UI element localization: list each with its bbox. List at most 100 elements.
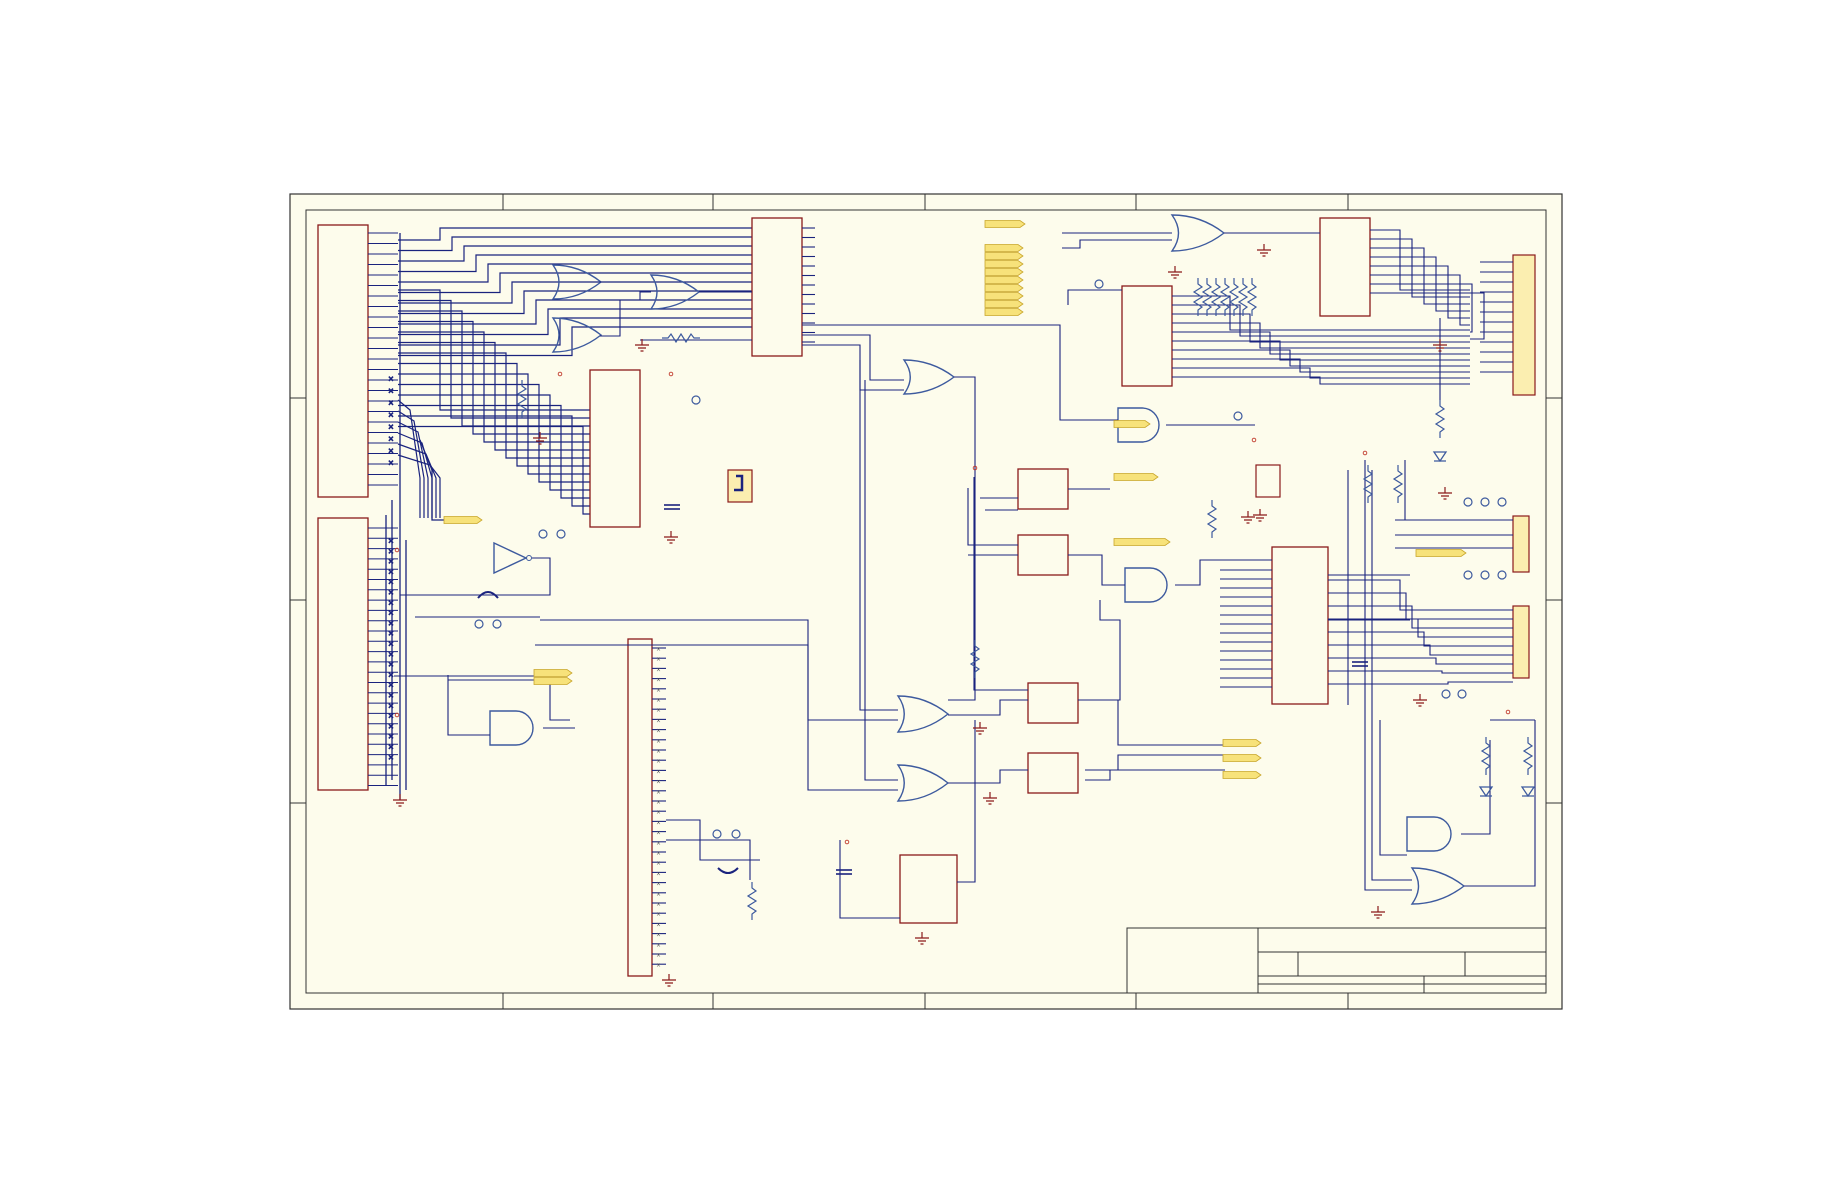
jumper-icon [717,867,739,874]
pin-x-mark: × [388,661,394,669]
pin-x-mark: × [656,799,661,806]
resistor-array-icon [1201,278,1213,316]
wire [957,720,976,883]
net-port-icon [984,252,1024,260]
ground-symbols [393,244,1452,987]
resistor-icon [1206,500,1218,538]
or-gate-icon [649,274,701,310]
test-point-icon [1480,570,1490,580]
net-port-icon [984,292,1024,300]
resistor-icon [1480,737,1492,775]
resistor-icon [516,380,528,418]
wire [1328,670,1513,674]
net-port-icon [1222,739,1262,747]
resistor-array-icon [1228,278,1240,316]
pin-x-mark: × [656,789,661,796]
pin-x-mark: × [656,881,661,888]
pin-x-mark: × [388,671,394,679]
pin-x-mark: × [656,952,661,959]
wire [1085,754,1225,771]
ic-ff2 [1017,534,1069,576]
net-port-icon [984,308,1024,316]
pin-x-mark: × [388,712,394,720]
test-point-icon [538,529,548,539]
header-p3 [1512,605,1530,679]
jumper-icon [477,591,499,599]
ic-ff3 [1027,682,1079,724]
pin-x-mark: × [388,411,394,419]
ground-icon [1371,906,1385,919]
pin-x-mark: × [388,743,394,751]
wire [1328,618,1513,638]
test-point-icon [556,529,566,539]
wire [448,679,570,721]
wire [1068,554,1125,586]
test-point-icon [1480,497,1490,507]
wire [802,324,1118,421]
pin-x-mark: × [388,599,394,607]
pin-x-mark: × [388,619,394,627]
bus-wire [398,290,752,315]
resistor-array-icon [1237,278,1249,316]
net-port-icon [1415,549,1467,557]
net-port-icon [1113,473,1159,481]
pin-x-mark: × [656,911,661,918]
pin-x-mark: × [656,901,661,908]
ic-u7 [899,854,958,924]
bus-wire [398,254,752,273]
pin-x-mark: × [388,609,394,617]
pin-x-mark: × [656,850,661,857]
pin-x-mark: × [388,722,394,730]
net-port-icon [1113,420,1151,428]
pin-x-mark: × [656,646,661,653]
pin-x-mark: × [656,942,661,949]
or-gate-icon [1170,214,1226,252]
resistor-icon [1434,400,1446,438]
pin-x-mark: × [388,753,394,761]
wire [1379,720,1407,856]
wire [967,488,1018,546]
ic-ff4 [1027,752,1079,794]
switch-sw1-symbol [734,474,744,492]
pin-x-mark: × [656,809,661,816]
wire [1328,681,1513,685]
resistor-array-icon [1219,278,1231,316]
pin-x-mark: × [656,819,661,826]
bus-wire [397,432,433,518]
wire [1461,740,1491,835]
wire [948,769,1028,784]
logic-gates [489,214,1466,905]
wire [1172,313,1470,343]
ground-icon [1438,487,1452,500]
pin-x-mark: × [388,537,394,545]
net-port-icon [984,244,1024,252]
and-gate-icon [1406,816,1452,852]
and-gate-icon [1124,567,1168,603]
wire [1172,367,1470,379]
net-port-icon [984,300,1024,308]
wire [1328,605,1513,629]
wire [1172,349,1470,367]
or-gate-icon [902,359,956,395]
wire [1172,304,1470,337]
bus-wire [398,236,752,252]
pin-x-mark: × [656,666,661,673]
wire [1085,769,1225,781]
ground-icon [1168,266,1182,279]
wire [973,477,1028,691]
ground-icon [635,339,649,352]
wire [1370,247,1470,305]
test-point-icon [691,395,701,405]
led-icon [1520,786,1536,798]
oscillator-y1 [1255,464,1281,498]
buffer-icon [493,541,528,575]
pin-x-mark: × [656,932,661,939]
pin-x-mark: × [388,640,394,648]
bus-wire [398,415,590,507]
pin-x-mark: × [656,860,661,867]
bus-wire [398,289,590,411]
zone-ticks [290,194,1562,1009]
bus-wire [397,421,429,518]
and-gate-icon [489,710,534,746]
